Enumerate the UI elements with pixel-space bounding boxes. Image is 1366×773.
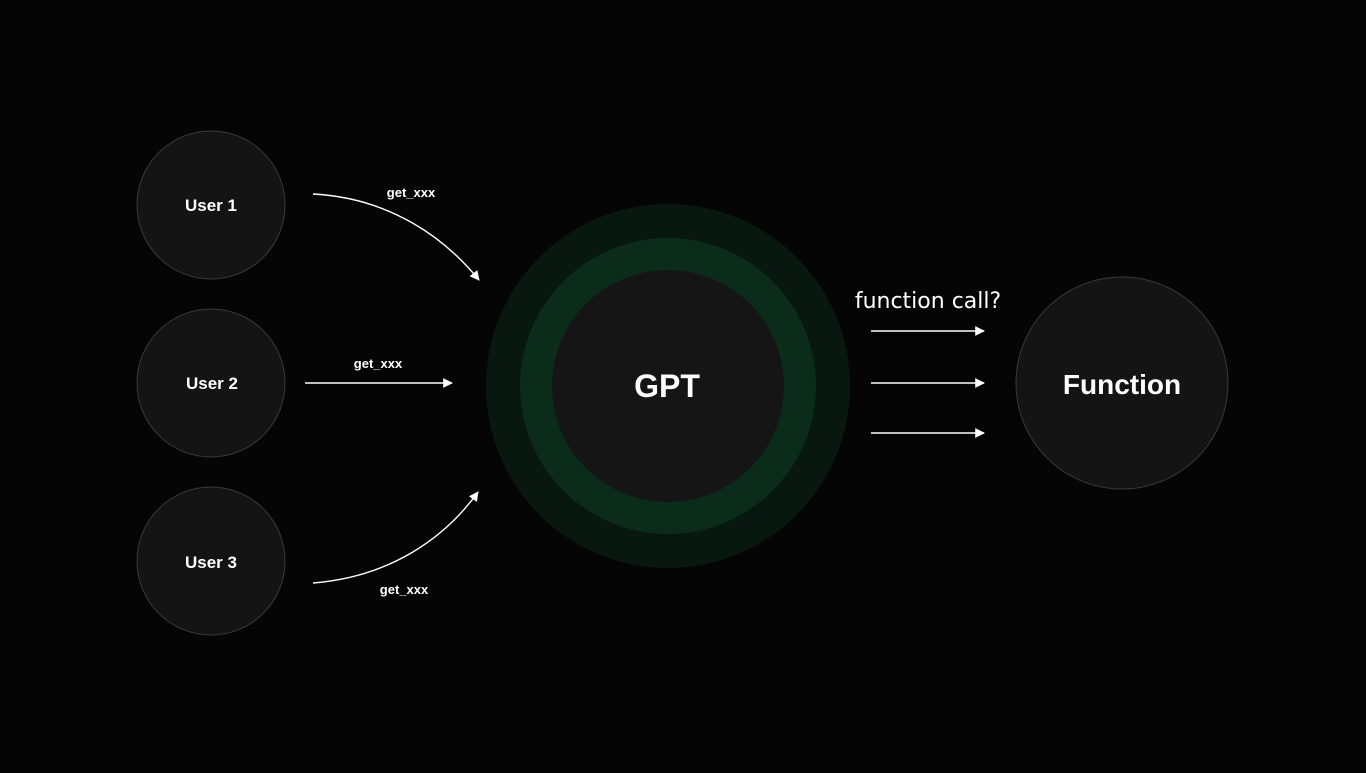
function-node-circle [1015, 276, 1229, 490]
edge-user-2: get_xxx [305, 356, 453, 388]
user-node-2: User 2 [136, 308, 286, 458]
edge-user-1-label: get_xxx [387, 185, 436, 200]
edge-user-2-label: get_xxx [354, 356, 403, 371]
user-node-3-circle [136, 486, 286, 636]
gpt-label: GPT [634, 368, 700, 404]
user-node-1-circle [136, 130, 286, 280]
edge-user-1: get_xxx [312, 185, 480, 281]
edge-user-1-arrow [312, 193, 480, 281]
edge-user-3-label: get_xxx [380, 582, 429, 597]
function-node-label: Function [1063, 369, 1181, 400]
function-call-label: function call? [855, 289, 1001, 314]
edge-user-3: get_xxx [312, 491, 479, 597]
user-node-3: User 3 [136, 486, 286, 636]
gpt-core-circle [552, 270, 784, 502]
gpt-node: GPT [486, 204, 850, 568]
user-node-1-label: User 1 [185, 196, 237, 215]
user-node-3-label: User 3 [185, 553, 237, 572]
user-node-1: User 1 [136, 130, 286, 280]
function-node: Function [1015, 276, 1229, 490]
edge-user-3-arrow [312, 491, 479, 584]
user-node-2-label: User 2 [186, 374, 238, 393]
output-arrows: function call? [855, 289, 1001, 438]
user-node-2-circle [136, 308, 286, 458]
